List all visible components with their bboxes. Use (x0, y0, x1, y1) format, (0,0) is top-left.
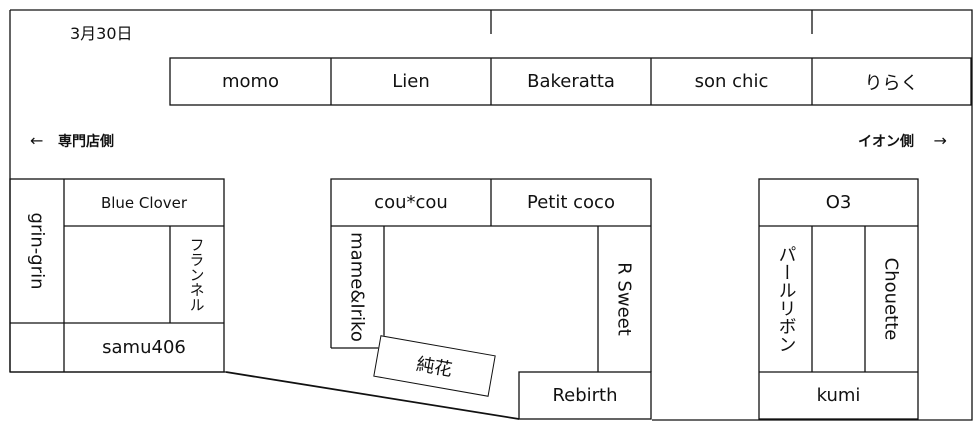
booth-samu406: samu406 (102, 337, 186, 358)
booth-blue-clover: Blue Clover (100, 193, 188, 212)
rebirth-outline (518, 371, 652, 420)
left-arrow-icon: ← (30, 131, 44, 150)
top-row-outline (169, 57, 972, 106)
booth-flannel: フランネル (187, 237, 206, 312)
booth-momo: momo (221, 71, 280, 92)
booth-r-sweet: R Sweet (613, 262, 635, 336)
booth-coucou: cou*cou (374, 192, 448, 213)
direction-right-label: イオン側 (858, 134, 914, 150)
booth-kumi: kumi (816, 385, 861, 406)
booth-pearl-ribbon: パールリボン (775, 245, 797, 353)
booth-o3: O3 (825, 192, 852, 213)
direction-left: ← 専門店側 (30, 131, 114, 151)
left-block-outline (9, 178, 225, 373)
right-arrow-icon: → (933, 131, 947, 150)
booth-mame-iriko: mame&Iriko (346, 232, 368, 342)
booth-bakeratta: Bakeratta (527, 71, 615, 92)
right-block-outline (758, 178, 919, 420)
booth-rebirth: Rebirth (552, 385, 618, 406)
booth-riraku: りらく (864, 72, 919, 94)
booth-petit-coco: Petit coco (527, 192, 615, 213)
date-label: 3月30日 (70, 24, 133, 43)
booth-chouette: Chouette (880, 257, 902, 341)
booth-lien: Lien (392, 71, 430, 92)
direction-left-label: 専門店側 (58, 134, 115, 150)
booth-grin-grin: grin-grin (26, 212, 48, 290)
direction-right: イオン側 → (858, 131, 947, 151)
diagonal-wall (225, 371, 520, 420)
booth-son-chic: son chic (694, 71, 769, 92)
